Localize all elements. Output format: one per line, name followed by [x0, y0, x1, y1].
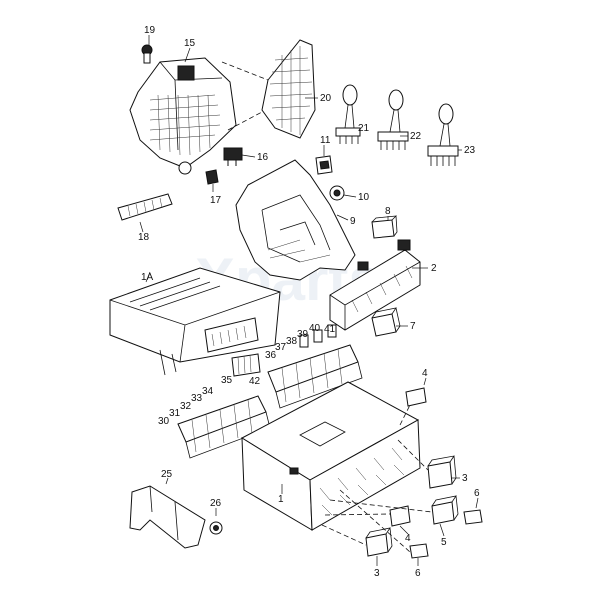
label-19: 19 [144, 25, 156, 36]
label-11: 11 [320, 135, 331, 146]
clip-11[interactable] [315, 155, 333, 175]
label-1: 1 [278, 494, 284, 505]
fuse-row-30-35[interactable] [177, 395, 271, 459]
central-electrics-box-1[interactable] [240, 381, 421, 531]
label-7: 7 [410, 321, 416, 332]
label-41: 41 [324, 324, 336, 335]
relay-6-top[interactable] [463, 509, 483, 525]
label-16: 16 [257, 152, 269, 163]
relay-3-bottom[interactable] [365, 527, 393, 557]
label-34: 34 [202, 386, 214, 397]
relay-7[interactable] [371, 307, 401, 337]
relay-5[interactable] [431, 495, 459, 525]
connector-strip-18[interactable] [117, 193, 173, 221]
label-20: 20 [320, 93, 332, 104]
label-10: 10 [358, 192, 370, 203]
label-30: 30 [158, 416, 170, 427]
label-1a: 1A [141, 272, 154, 283]
label-25: 25 [161, 469, 173, 480]
label-18: 18 [138, 232, 150, 243]
relay-carrier-2[interactable] [329, 239, 421, 331]
label-26: 26 [210, 498, 222, 509]
label-22: 22 [410, 131, 422, 142]
relay-4-top[interactable] [405, 387, 427, 407]
label-4-top: 4 [422, 368, 428, 379]
label-5: 5 [441, 537, 447, 548]
label-15: 15 [184, 38, 196, 49]
clip-17[interactable] [205, 169, 219, 185]
label-21: 21 [358, 123, 370, 134]
label-33: 33 [191, 393, 203, 404]
puller-tool-23[interactable] [427, 103, 459, 166]
leader-lines [139, 35, 479, 566]
bracket-25[interactable] [129, 485, 206, 549]
relay-8[interactable] [371, 215, 398, 239]
callout-labels: 19 15 20 21 22 23 11 16 17 10 9 18 8 2 1… [138, 25, 480, 579]
label-36: 36 [265, 350, 277, 361]
label-32: 32 [180, 401, 192, 412]
relay-6-bottom[interactable] [409, 543, 429, 559]
label-40: 40 [309, 323, 321, 334]
label-3-bottom: 3 [374, 568, 380, 579]
puller-tool-22[interactable] [377, 89, 409, 150]
relay-3-top[interactable] [427, 455, 457, 489]
label-3-top: 3 [462, 473, 468, 484]
nut-26[interactable] [209, 521, 223, 535]
label-23: 23 [464, 145, 476, 156]
screw-19[interactable] [141, 44, 153, 64]
label-8: 8 [385, 206, 391, 217]
relay-16[interactable] [223, 147, 243, 166]
label-2: 2 [431, 263, 437, 274]
label-39: 39 [297, 329, 309, 340]
fuse-row-36-41[interactable] [267, 324, 363, 409]
label-35: 35 [221, 375, 233, 386]
label-38: 38 [286, 336, 298, 347]
label-37: 37 [275, 342, 287, 353]
connector-42[interactable] [231, 353, 261, 377]
label-6-bottom: 6 [415, 568, 421, 579]
bracket-9[interactable] [235, 159, 356, 281]
label-42: 42 [249, 376, 261, 387]
relay-4-bottom[interactable] [389, 505, 411, 527]
label-4-bottom: 4 [405, 533, 411, 544]
label-31: 31 [169, 408, 181, 419]
nut-10[interactable] [329, 185, 345, 201]
label-9: 9 [350, 216, 356, 227]
control-unit-1a[interactable] [109, 267, 281, 376]
label-6-top: 6 [474, 488, 480, 499]
label-17: 17 [210, 195, 222, 206]
cover-20[interactable] [261, 39, 316, 139]
fuse-box-housing-15[interactable] [129, 57, 237, 175]
puller-tool-21[interactable] [335, 84, 361, 144]
